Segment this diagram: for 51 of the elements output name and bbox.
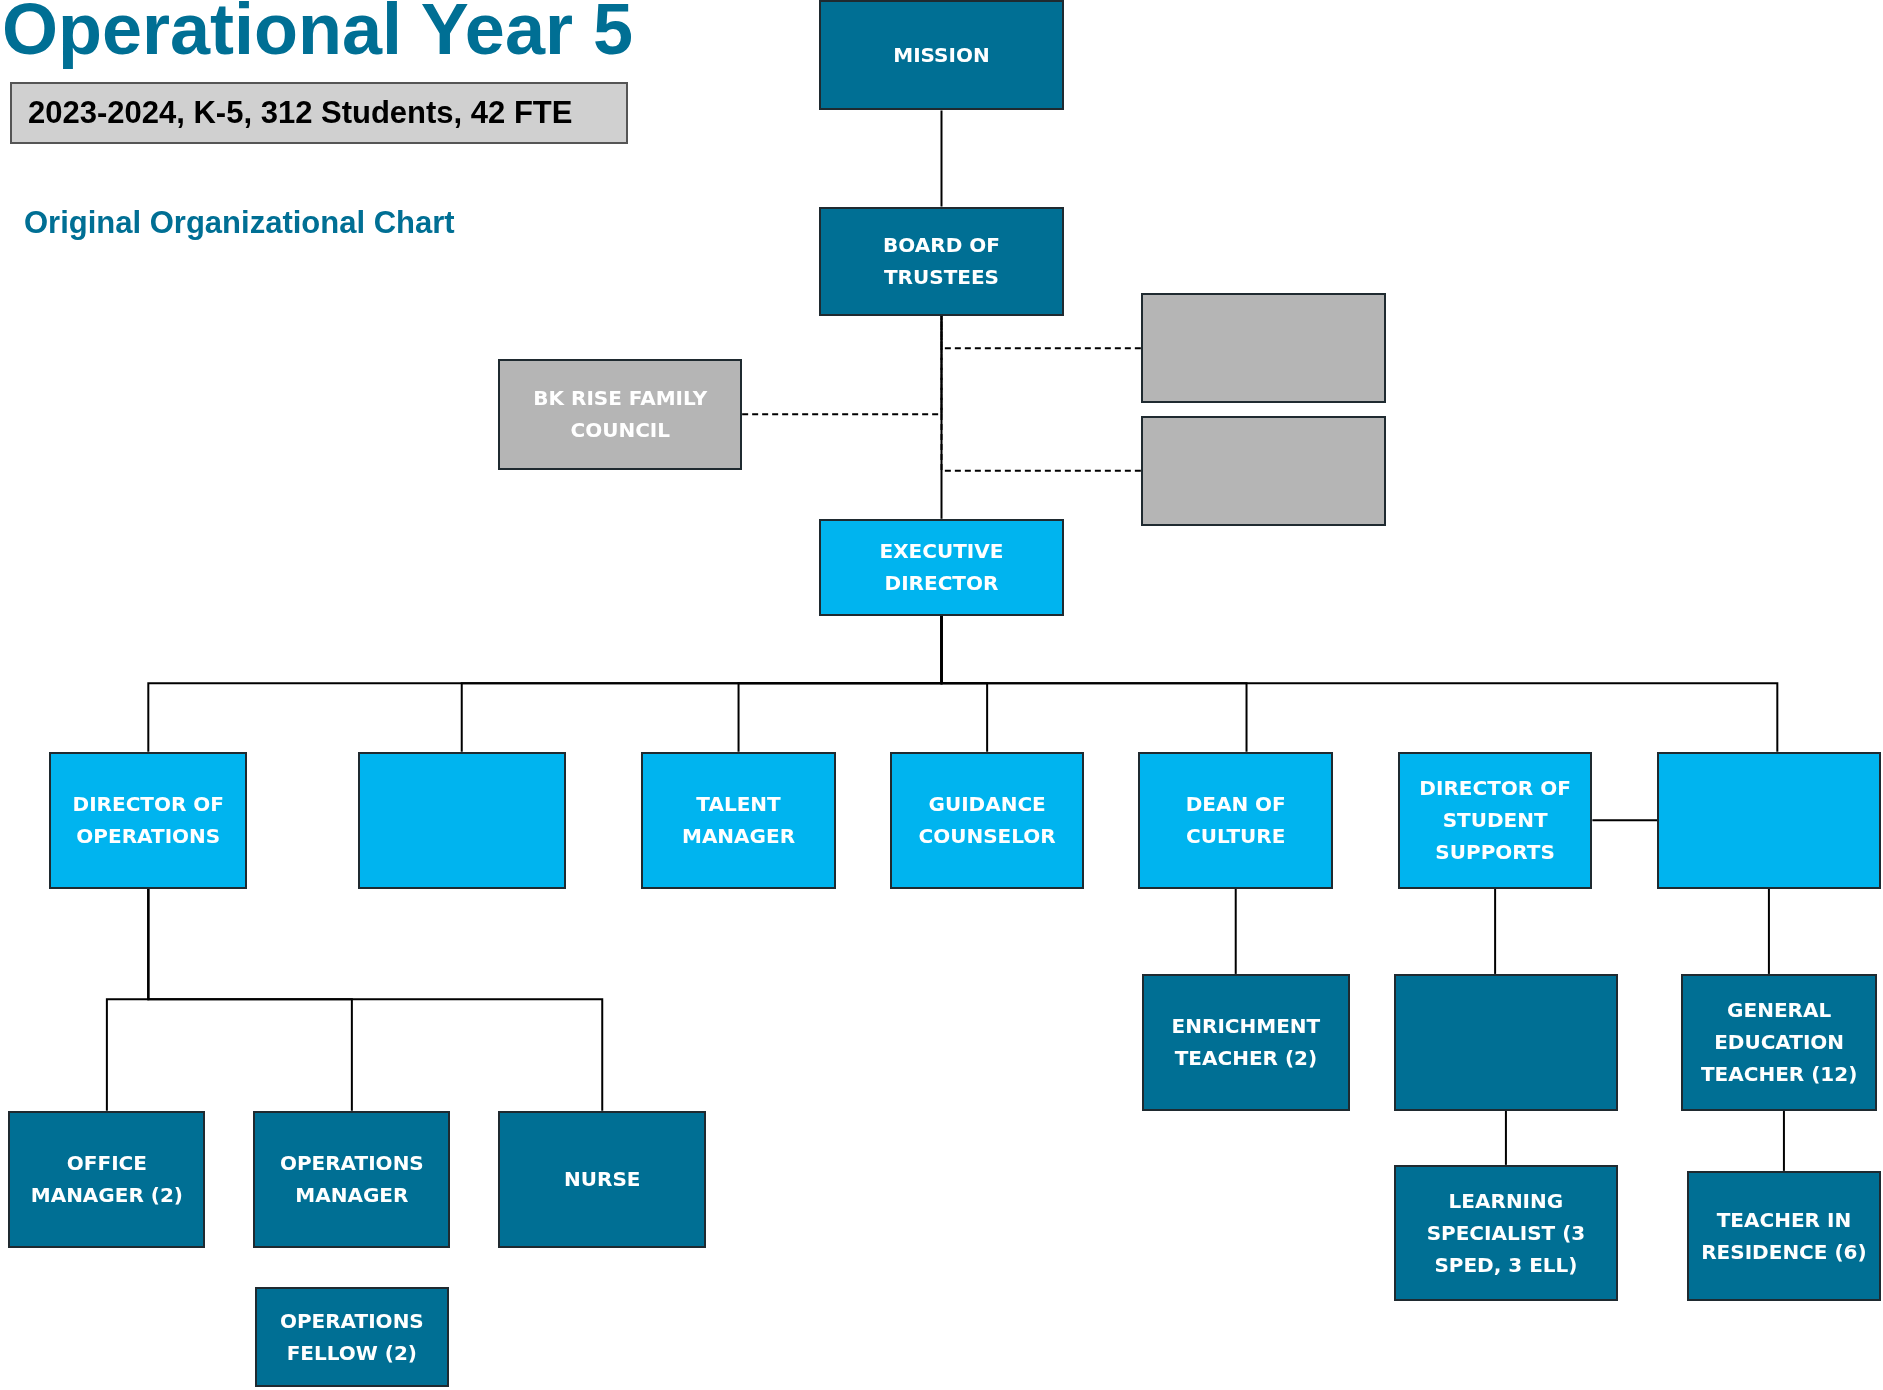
org-box bbox=[254, 1287, 450, 1387]
role-label: LEARNING SPECIALIST (3 SPED, 3 ELL) bbox=[1425, 1187, 1587, 1279]
empty-box bbox=[1657, 751, 1881, 889]
info-banner: 2023-2024, K-5, 312 Students, 42 FTE bbox=[10, 82, 628, 144]
connector-line bbox=[1591, 819, 1659, 822]
connector-line bbox=[1504, 1109, 1507, 1166]
empty-box bbox=[1394, 973, 1618, 1111]
role-label: TALENT MANAGER bbox=[681, 791, 797, 851]
role-label: DEAN OF CULTURE bbox=[1184, 791, 1287, 851]
org-box bbox=[1397, 751, 1593, 889]
role-label: OPERATIONS MANAGER bbox=[278, 1150, 425, 1210]
role-label: EXECUTIVE DIRECTOR bbox=[878, 538, 1005, 598]
role-label: DIRECTOR OF OPERATIONS bbox=[71, 791, 226, 851]
empty-box bbox=[1140, 415, 1386, 526]
org-box bbox=[1687, 1170, 1881, 1301]
connector-line bbox=[147, 887, 604, 1112]
org-box bbox=[889, 751, 1085, 889]
empty-box bbox=[1140, 293, 1386, 404]
role-label: OPERATIONS FELLOW (2) bbox=[278, 1308, 425, 1368]
role-label: NURSE bbox=[563, 1166, 642, 1194]
chart-subtitle: Original Organizational Chart bbox=[24, 205, 455, 241]
role-label: ENRICHMENT TEACHER (2) bbox=[1170, 1013, 1322, 1073]
org-box bbox=[498, 1110, 707, 1248]
org-box bbox=[819, 0, 1064, 111]
org-box bbox=[1142, 973, 1350, 1111]
org-box bbox=[253, 1110, 451, 1248]
role-label: DIRECTOR OF STUDENT SUPPORTS bbox=[1418, 775, 1572, 867]
org-box bbox=[1138, 751, 1333, 889]
dashed-connector bbox=[940, 314, 1142, 472]
org-box bbox=[8, 1110, 206, 1248]
connector-line bbox=[1782, 1109, 1785, 1172]
role-label: OFFICE MANAGER (2) bbox=[29, 1150, 184, 1210]
org-box bbox=[819, 518, 1064, 617]
org-box bbox=[641, 751, 836, 889]
connector-line bbox=[1767, 887, 1770, 975]
role-label: GUIDANCE COUNSELOR bbox=[917, 791, 1057, 851]
org-box bbox=[1681, 973, 1877, 1111]
empty-box bbox=[357, 751, 566, 889]
org-box bbox=[819, 206, 1064, 316]
org-box bbox=[49, 751, 248, 889]
role-label: GENERAL EDUCATION TEACHER (12) bbox=[1699, 997, 1859, 1089]
role-label: BK RISE FAMILY COUNCIL bbox=[532, 385, 709, 445]
org-box bbox=[498, 359, 743, 470]
connector-line bbox=[1234, 887, 1237, 975]
org-box bbox=[1394, 1164, 1618, 1301]
connector-line bbox=[1494, 887, 1497, 975]
role-label: MISSION bbox=[892, 42, 991, 70]
page-title: Operational Year 5 bbox=[2, 0, 633, 70]
role-label: TEACHER IN RESIDENCE (6) bbox=[1700, 1206, 1868, 1266]
connector-line bbox=[940, 109, 943, 208]
role-label: BOARD OF TRUSTEES bbox=[882, 232, 1001, 292]
